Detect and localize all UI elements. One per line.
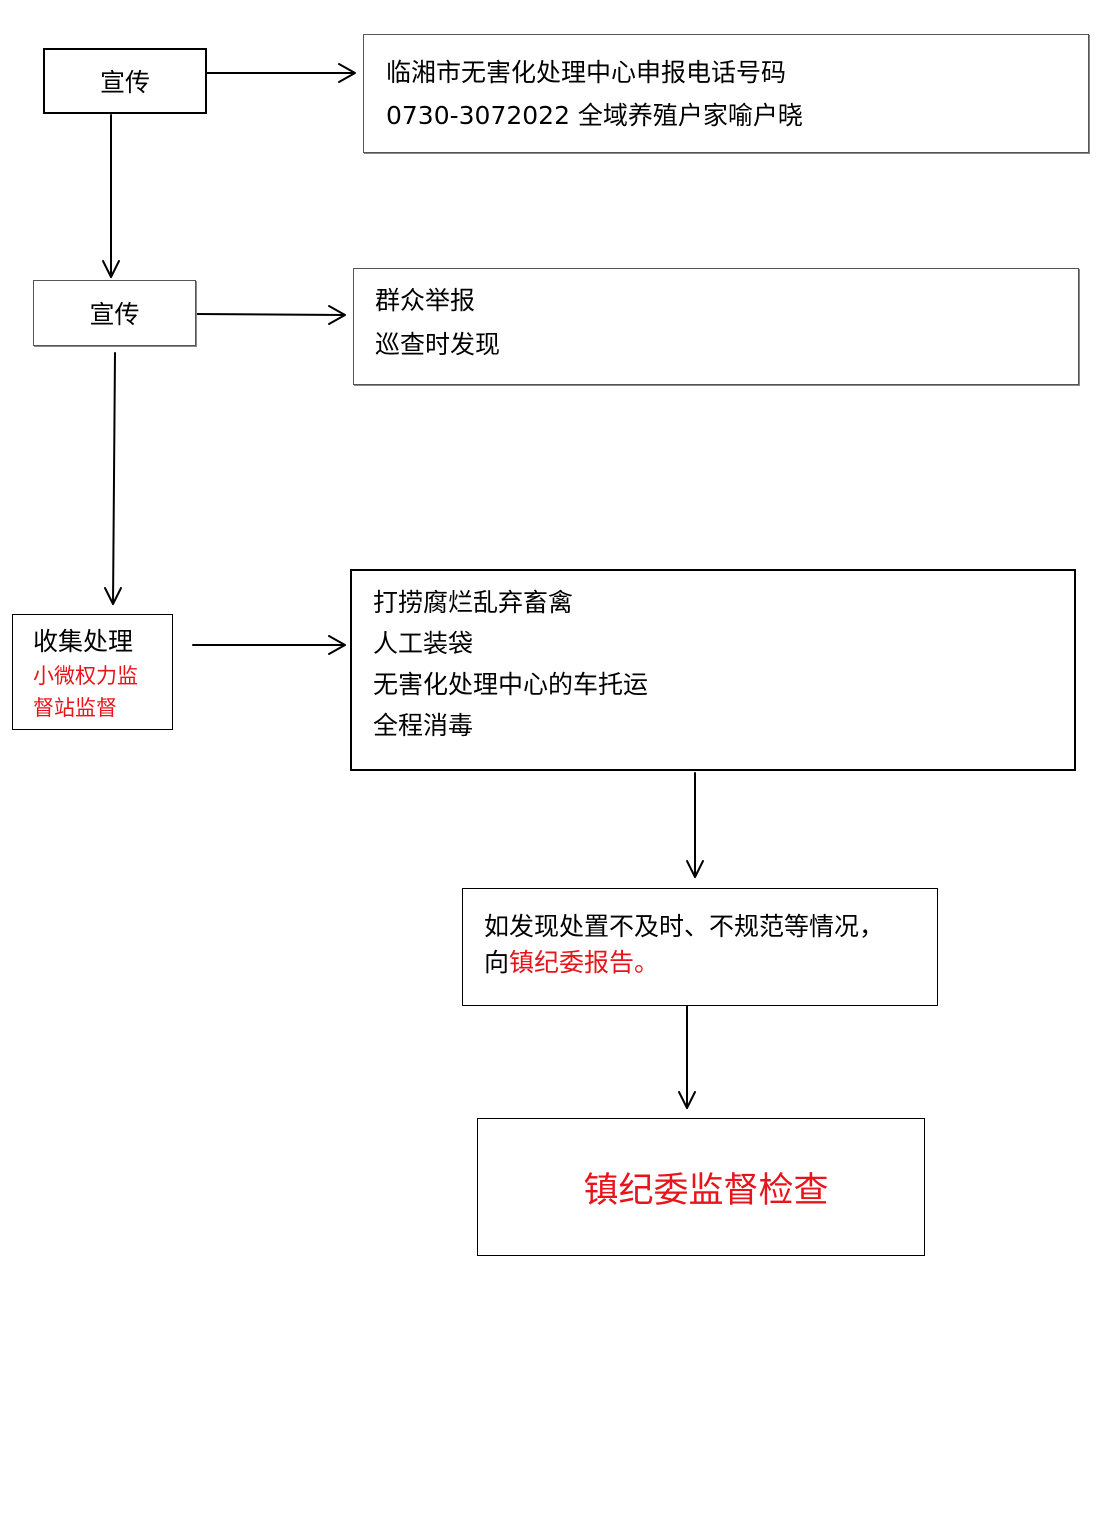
procedure-line-4: 全程消毒 bbox=[373, 711, 474, 740]
inspection-label: 镇纪委监督检查 bbox=[583, 1170, 829, 1211]
report-line-2: 向镇纪委报告。 bbox=[484, 945, 937, 981]
collection-node: 收集处理 小微权力监 督站监督 bbox=[12, 614, 173, 730]
publicity-node-2-label: 宣传 bbox=[89, 300, 140, 329]
publicity-node-2: 宣传 bbox=[33, 280, 196, 346]
arrow-publicity2-to-discovery bbox=[195, 305, 346, 325]
arrow-procedure-to-report bbox=[686, 772, 704, 878]
arrow-publicity1-to-hotline bbox=[205, 63, 356, 83]
arrow-publicity2-to-collection bbox=[104, 352, 122, 605]
discovery-node: 群众举报 巡查时发现 bbox=[353, 268, 1079, 385]
hotline-line-2: 0730-3072022 全域养殖户家喻户晓 bbox=[386, 101, 803, 130]
hotline-line-1: 临湘市无害化处理中心申报电话号码 bbox=[386, 58, 787, 87]
collection-label: 收集处理 bbox=[33, 627, 134, 656]
report-node: 如发现处置不及时、不规范等情况， 向镇纪委报告。 bbox=[462, 888, 938, 1006]
procedure-line-1: 打捞腐烂乱弃畜禽 bbox=[373, 588, 574, 617]
publicity-node-1: 宣传 bbox=[43, 48, 207, 114]
procedure-line-2: 人工装袋 bbox=[373, 629, 474, 658]
report-line-1: 如发现处置不及时、不规范等情况， bbox=[484, 912, 885, 941]
procedure-node: 打捞腐烂乱弃畜禽 人工装袋 无害化处理中心的车托运 全程消毒 bbox=[350, 569, 1076, 771]
discovery-line-1: 群众举报 bbox=[375, 286, 476, 315]
arrow-publicity1-to-publicity2 bbox=[102, 114, 120, 278]
report-line-2-highlight: 镇纪委报告。 bbox=[509, 948, 660, 977]
discovery-line-2: 巡查时发现 bbox=[375, 330, 501, 359]
hotline-node: 临湘市无害化处理中心申报电话号码 0730-3072022 全域养殖户家喻户晓 bbox=[363, 34, 1089, 153]
arrow-collection-to-procedure bbox=[192, 635, 346, 655]
report-line-2-prefix: 向 bbox=[484, 948, 510, 977]
procedure-line-3: 无害化处理中心的车托运 bbox=[373, 670, 649, 699]
collection-note-line-1: 小微权力监 bbox=[33, 664, 138, 688]
publicity-node-1-label: 宣传 bbox=[99, 68, 150, 97]
collection-note-line-2: 督站监督 bbox=[33, 696, 117, 720]
arrow-report-to-inspection bbox=[678, 1003, 696, 1109]
inspection-node: 镇纪委监督检查 bbox=[477, 1118, 925, 1256]
